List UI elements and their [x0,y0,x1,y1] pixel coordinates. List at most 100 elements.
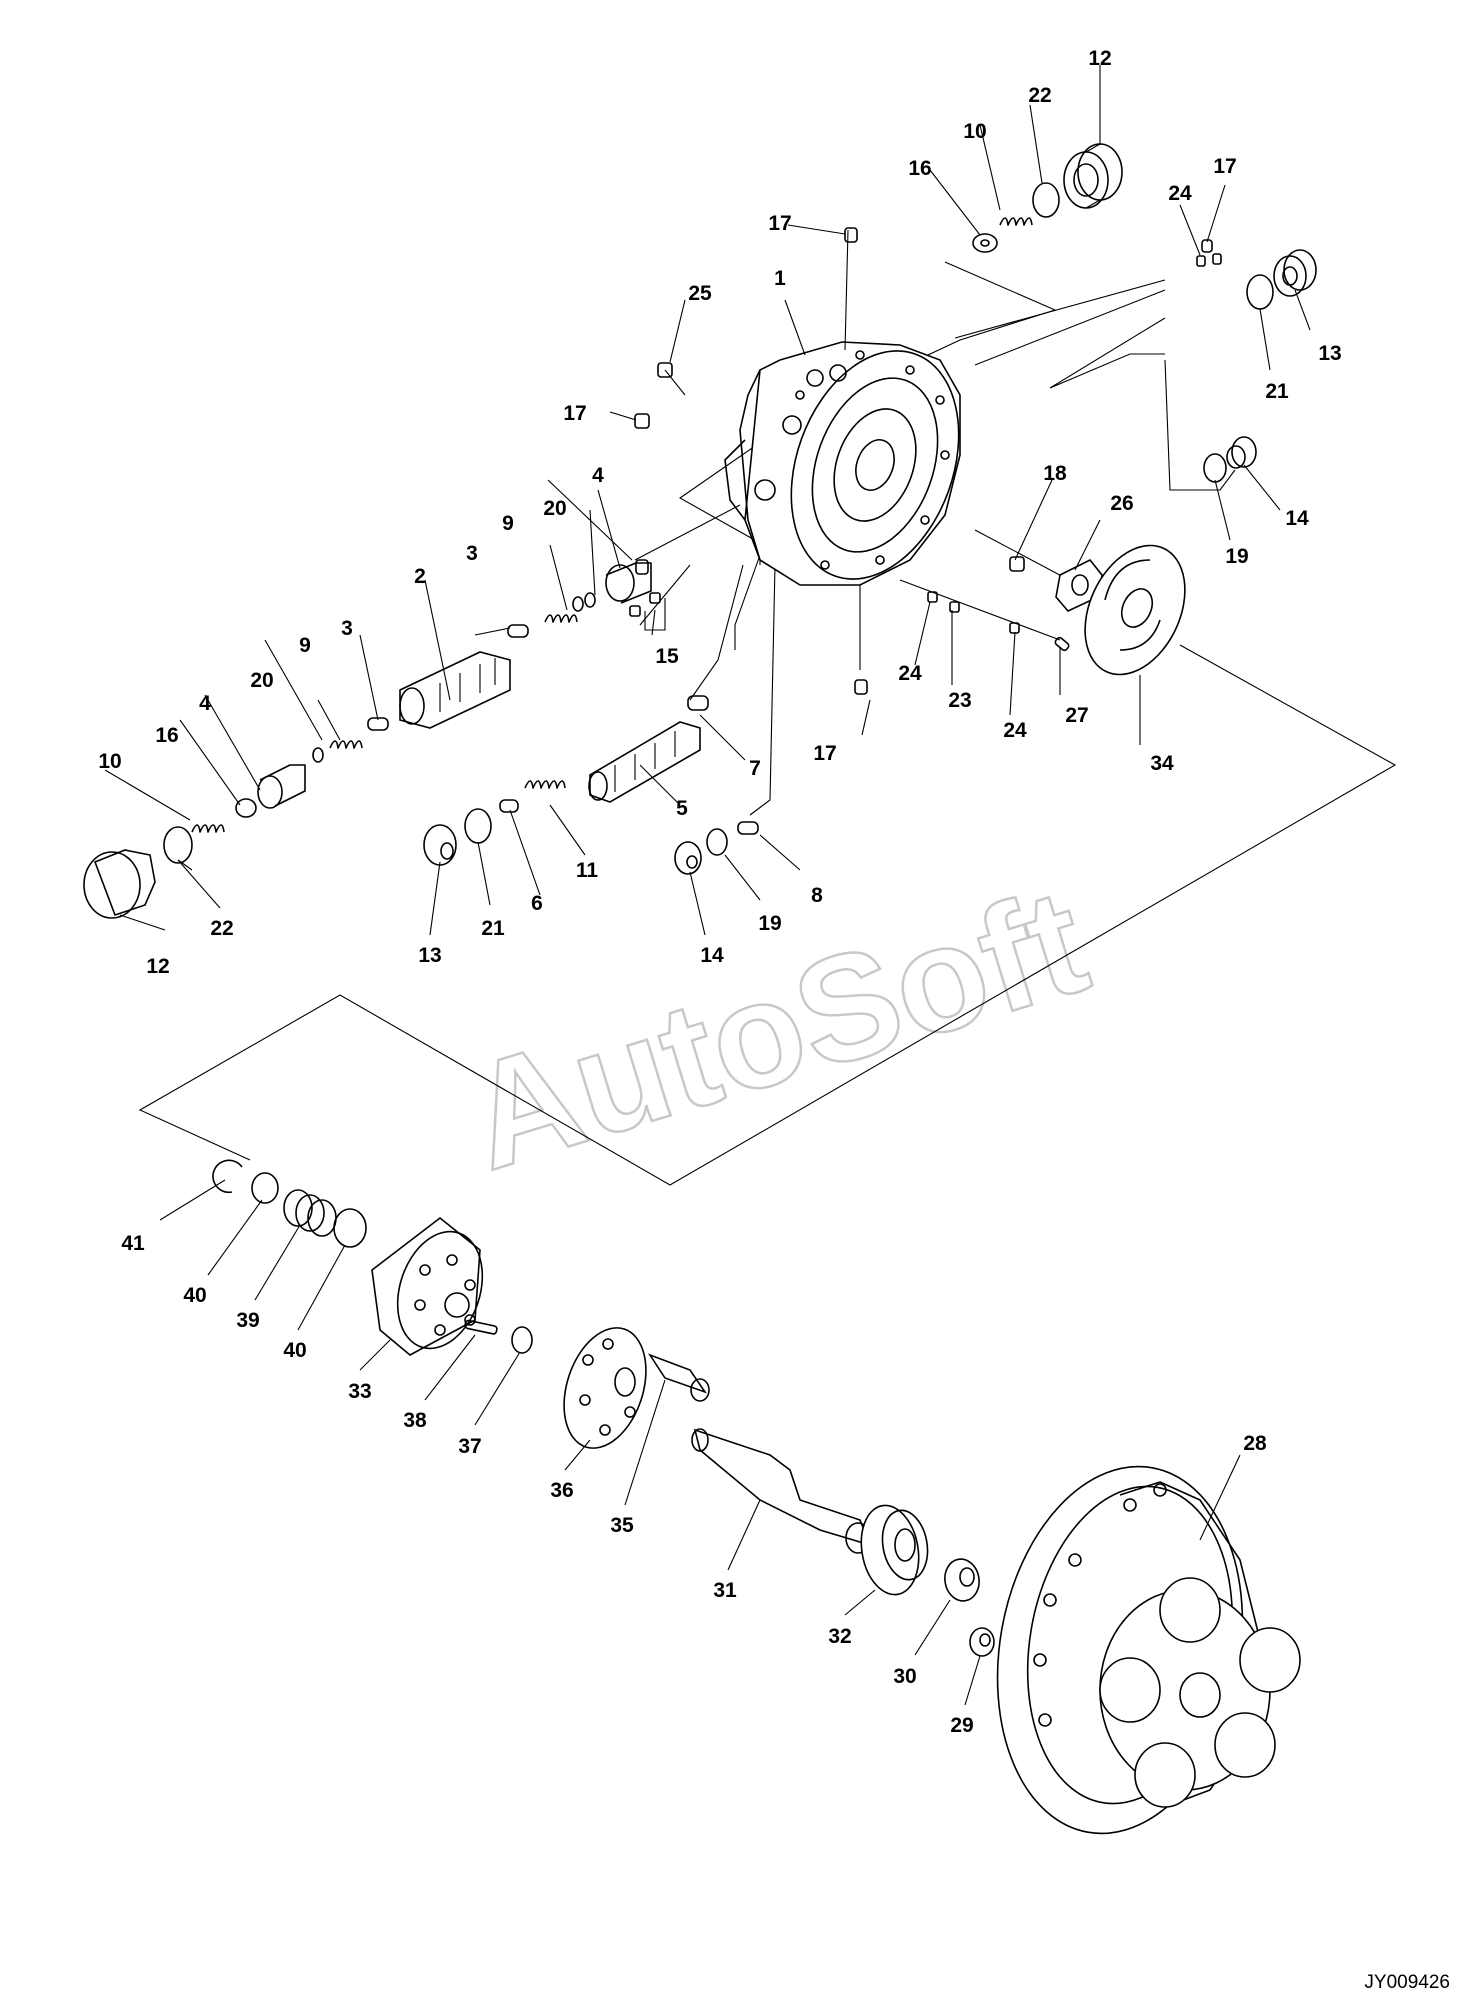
piston-4-upper [605,559,652,604]
callout-17-bottom: 17 [813,742,836,765]
washer-40-a [251,1172,279,1204]
callout-4-lower: 4 [199,692,211,715]
bushing-29 [969,1627,995,1657]
callout-labels: 1 2 3 3 4 4 5 6 7 8 9 9 10 10 11 12 12 1… [98,47,1341,1737]
callout-3-lower: 3 [341,617,353,640]
callout-17-left: 17 [563,402,586,425]
callout-5: 5 [676,797,688,820]
reduction-gear-28 [996,1465,1301,1835]
callout-9-lower: 9 [299,634,311,657]
callout-24-left: 24 [898,662,922,685]
callout-26: 26 [1110,492,1133,515]
callout-7: 7 [749,757,761,780]
plug-15-b [629,605,641,617]
callout-20-lower: 20 [250,669,273,692]
plug-12-lower [83,849,156,919]
callout-12-top: 12 [1088,47,1111,70]
callout-16-lower: 16 [155,724,178,747]
callout-21-lower: 21 [481,917,505,940]
plug-17-top [844,227,858,243]
washer-16-top [972,233,998,253]
callout-10-lower: 10 [98,750,121,773]
callout-11: 11 [576,859,599,882]
plug-15-a [649,592,661,604]
callout-23: 23 [948,689,971,712]
callout-24-right: 24 [1003,719,1027,742]
cylinder-block-33 [371,1216,484,1356]
callout-1: 1 [774,267,786,290]
callout-8: 8 [811,884,823,907]
oring-22-top [1032,182,1060,218]
callout-4-upper: 4 [592,464,604,487]
plug-17-left [634,413,650,429]
pin-27 [1054,636,1070,652]
plug-12-top [1063,143,1123,209]
callout-38: 38 [403,1409,427,1432]
spring-39 [283,1189,337,1237]
bushing-37 [511,1326,533,1354]
callout-13-right: 13 [1318,342,1341,365]
oring-19-right [1203,453,1227,483]
watermark: AutoSoft [448,854,1105,1202]
callout-19-right: 19 [1225,545,1248,568]
callout-35: 35 [610,1514,634,1537]
ball-24-a [1196,255,1206,267]
plug-25 [657,362,673,378]
spring-9-upper [544,614,578,623]
callout-22-top: 22 [1028,84,1051,107]
callout-2: 2 [414,565,426,588]
oring-21-right [1246,274,1274,310]
callout-18: 18 [1043,462,1067,485]
washer-40-b [333,1208,367,1248]
plug-13-lower [423,824,457,866]
spool-2 [399,651,511,729]
plug-17-right [1201,239,1213,253]
ball-24-b [1212,253,1222,265]
plug-14-right [1226,436,1257,469]
callout-14-right: 14 [1285,507,1309,530]
callout-16-top: 16 [908,157,931,180]
callout-19-lower: 19 [758,912,781,935]
callout-10-top: 10 [963,120,986,143]
nut-30 [944,1558,980,1602]
shaft-31 [691,1428,872,1554]
piston-4-lower [257,764,306,809]
callout-17-right: 17 [1213,155,1236,178]
check-7 [687,695,709,711]
spring-10-lower [191,824,225,833]
check-6 [499,799,519,813]
retainer-plate-36 [563,1327,647,1449]
piston-35 [647,1353,710,1402]
oring-19-lower [706,828,728,856]
callout-30: 30 [893,1665,916,1688]
valve-plate-34 [1084,544,1186,676]
leader-lines [104,65,1311,1706]
callout-17-top: 17 [768,212,791,235]
rotating-group [212,1159,1301,1835]
stopper-3-upper [507,624,529,638]
spring-9-lower [329,740,363,749]
callout-25: 25 [688,282,712,305]
oring-22-lower [163,826,193,864]
callout-13-lower: 13 [418,944,441,967]
plug-17-bottom [854,679,868,695]
ball-23 [949,601,960,613]
callout-21-right: 21 [1265,380,1289,403]
callout-32: 32 [828,1625,851,1648]
watermark-text: AutoSoft [449,856,1104,1202]
callout-41: 41 [121,1232,145,1255]
plug-14-lower [674,841,702,875]
spool-5 [588,721,701,803]
callout-9-upper: 9 [502,512,514,535]
washer-16-lower [235,798,257,818]
spring-10-top [999,217,1033,226]
bearing-32 [860,1504,929,1596]
callout-22-lower: 22 [210,917,233,940]
spring-11 [524,780,566,789]
drawing-code: JY009426 [1364,1972,1450,1993]
check-8 [737,821,759,835]
callout-40-b: 40 [283,1339,306,1362]
callout-28: 28 [1243,1432,1267,1455]
callout-31: 31 [713,1579,737,1602]
